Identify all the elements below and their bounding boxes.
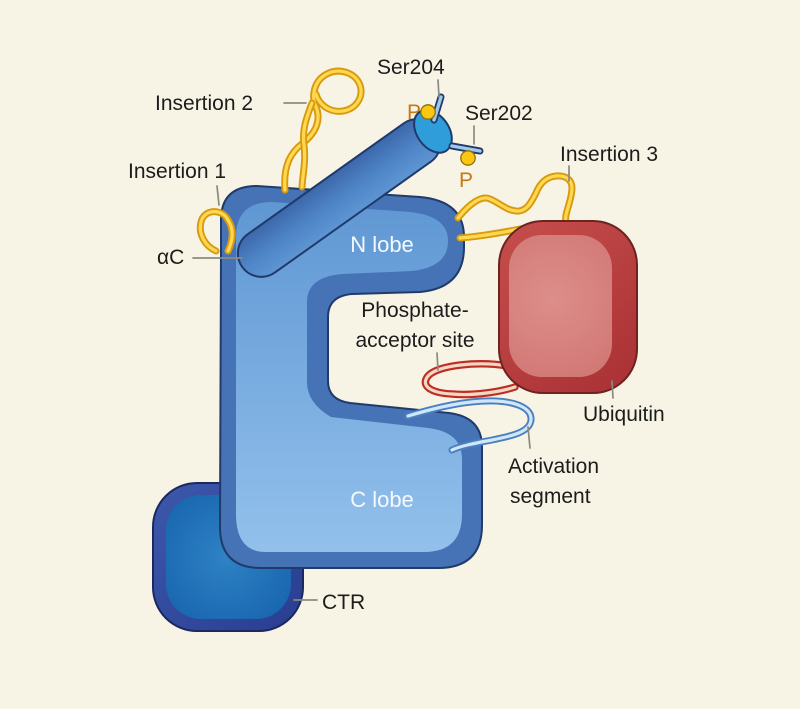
activation-segment-loop	[404, 397, 535, 454]
ubiquitin-inner	[509, 235, 612, 377]
alpha-c-helix	[236, 109, 453, 278]
label-insertion-3: Insertion 3	[560, 143, 658, 166]
leader-ser204	[437, 79, 440, 98]
label-phosphate-line2: acceptor site	[355, 329, 474, 352]
label-insertion-1: Insertion 1	[128, 160, 226, 183]
label-p-ser202: P	[459, 169, 473, 192]
ser204-stick	[430, 93, 445, 124]
ser202-stick	[448, 142, 484, 155]
ubiquitin-body	[498, 220, 638, 394]
label-insertion-2: Insertion 2	[155, 92, 253, 115]
label-c-lobe: C lobe	[350, 487, 414, 512]
kinase-body	[218, 184, 483, 569]
label-ubiquitin: Ubiquitin	[583, 403, 665, 426]
leader-phosphate-site	[436, 352, 439, 371]
label-ctr: CTR	[322, 591, 365, 614]
label-n-lobe: N lobe	[350, 232, 414, 257]
helix-cap	[413, 109, 453, 154]
label-ser204: Ser204	[377, 56, 445, 79]
phosphate-acceptor-loop	[421, 360, 519, 399]
label-ser202: Ser202	[465, 102, 533, 125]
label-activation-line1: Activation	[508, 455, 599, 478]
leader-activation	[527, 426, 531, 449]
leader-ubiquitin	[611, 380, 614, 399]
label-phosphate-line1: Phosphate-	[361, 299, 468, 322]
ser204-phosphate	[420, 104, 436, 120]
insertion-1-loop	[196, 208, 236, 255]
label-p-ser204: P	[407, 101, 421, 124]
ser202-phosphate	[460, 150, 476, 166]
leader-insertion-1	[216, 185, 220, 206]
kinase-inner-shading	[236, 202, 462, 552]
insertion-2-loop	[281, 67, 365, 194]
label-activation-line2: segment	[510, 485, 591, 508]
label-alpha-c: αC	[157, 246, 184, 269]
